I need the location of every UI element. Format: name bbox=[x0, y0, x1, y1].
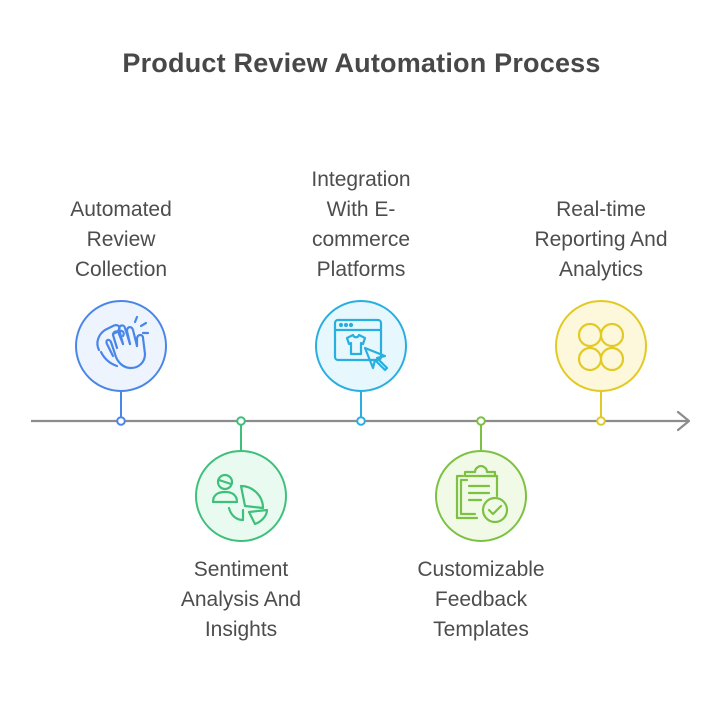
step-label-line: Customizable bbox=[417, 558, 545, 581]
step-label-line: Analysis And bbox=[180, 588, 302, 611]
step-label-line: Insights bbox=[204, 618, 278, 641]
timeline-step bbox=[555, 300, 647, 426]
timeline-arrow-head-icon bbox=[676, 410, 691, 432]
diagram-title: Product Review Automation Process bbox=[122, 48, 601, 78]
step-label-line: Analytics bbox=[558, 258, 644, 281]
timeline-step bbox=[315, 300, 407, 426]
step-label-line: Automated bbox=[70, 198, 172, 221]
step-label-line: Templates bbox=[433, 618, 529, 641]
step-axis-dot bbox=[476, 416, 486, 426]
timeline-step bbox=[195, 416, 287, 542]
step-circle bbox=[75, 300, 167, 392]
step-label-line: Integration bbox=[311, 168, 411, 191]
clapping-hands-icon bbox=[96, 315, 150, 370]
step-label-line: Collection bbox=[74, 258, 168, 281]
step-circle bbox=[435, 450, 527, 542]
browser-shirt-cursor-icon bbox=[333, 318, 389, 372]
step-axis-dot bbox=[236, 416, 246, 426]
timeline-step bbox=[75, 300, 167, 426]
step-circle bbox=[195, 450, 287, 542]
step-label-line: Real-time bbox=[556, 198, 646, 221]
step-label-line: Platforms bbox=[316, 258, 406, 281]
step-label-line: Review bbox=[86, 228, 156, 251]
four-circles-icon bbox=[577, 322, 625, 372]
step-label-line: commerce bbox=[311, 228, 411, 251]
step-axis-dot bbox=[116, 416, 126, 426]
clipboard-check-icon bbox=[455, 464, 509, 524]
step-label-line: Reporting And bbox=[534, 228, 668, 251]
step-label-line: With E- bbox=[326, 198, 396, 221]
user-pie-chart-icon bbox=[211, 473, 269, 526]
timeline-step bbox=[435, 416, 527, 542]
step-axis-dot bbox=[356, 416, 366, 426]
step-label-line: Feedback bbox=[434, 588, 528, 611]
step-label-line: Sentiment bbox=[193, 558, 289, 581]
step-axis-dot bbox=[596, 416, 606, 426]
step-circle bbox=[555, 300, 647, 392]
